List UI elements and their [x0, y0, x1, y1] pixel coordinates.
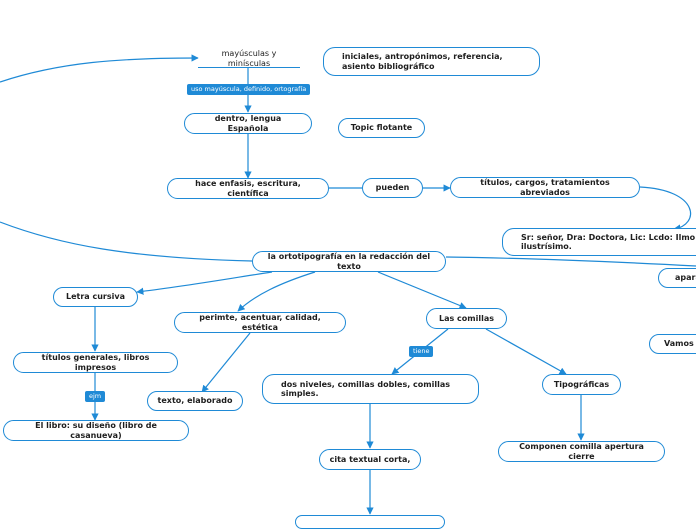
node-texto[interactable]: texto, elaborado: [147, 391, 243, 411]
connector-curve-left-central: [0, 221, 253, 262]
connector-central-cursiva: [136, 271, 273, 295]
node-letra-cursiva[interactable]: Letra cursiva: [53, 287, 138, 307]
connector-central-right: [445, 256, 696, 267]
node-comillas[interactable]: Las comillas: [426, 308, 507, 329]
node-titulos-generales[interactable]: títulos generales, libros impresos: [13, 352, 178, 373]
connector-comillas-tipograficas: [485, 328, 567, 375]
connector-central-comillas: [377, 271, 467, 309]
connector-permite-texto: [201, 332, 251, 393]
node-mayusculas[interactable]: mayúsculas y minísculas: [198, 49, 300, 68]
node-permite[interactable]: perimte, acentuar, calidad, estética: [174, 312, 346, 333]
node-tipograficas[interactable]: Tipográficas: [542, 374, 621, 395]
node-libro[interactable]: El libro: su diseño (libro de casanueva): [3, 420, 189, 441]
node-pueden[interactable]: pueden: [362, 178, 423, 198]
node-componen[interactable]: Componen comilla apertura cierre: [498, 441, 665, 462]
connector-central-permite: [237, 271, 316, 312]
node-cita[interactable]: cita textual corta,: [319, 449, 421, 470]
node-dentro[interactable]: dentro, lengua Española: [184, 113, 312, 134]
node-dos-niveles[interactable]: dos niveles, comillas dobles, comillas s…: [262, 374, 479, 404]
connector-curve-top-left: [0, 54, 199, 83]
node-enfasis[interactable]: hace enfasis, escritura, científica: [167, 178, 329, 199]
node-apara[interactable]: apara: [658, 268, 696, 288]
label-uso: uso mayúscula, definido, ortografía: [187, 84, 311, 96]
node-central[interactable]: la ortotipografía en la redacción del te…: [252, 251, 446, 272]
label-tiene: tiene: [409, 346, 434, 358]
node-senor[interactable]: Sr: señor, Dra: Doctora, Lic: Lcdo: Ilmo…: [502, 228, 696, 256]
node-bottom-partial[interactable]: [295, 515, 445, 529]
node-topic[interactable]: Topic flotante: [338, 118, 425, 138]
node-vamos[interactable]: Vamos a: [649, 334, 696, 354]
connector-titulos-senor: [639, 186, 692, 232]
label-ejm: ejm: [85, 391, 106, 403]
node-titulos-cargos[interactable]: títulos, cargos, tratamientos abreviados: [450, 177, 640, 198]
node-iniciales[interactable]: iniciales, antropónimos, referencia, asi…: [323, 47, 540, 76]
